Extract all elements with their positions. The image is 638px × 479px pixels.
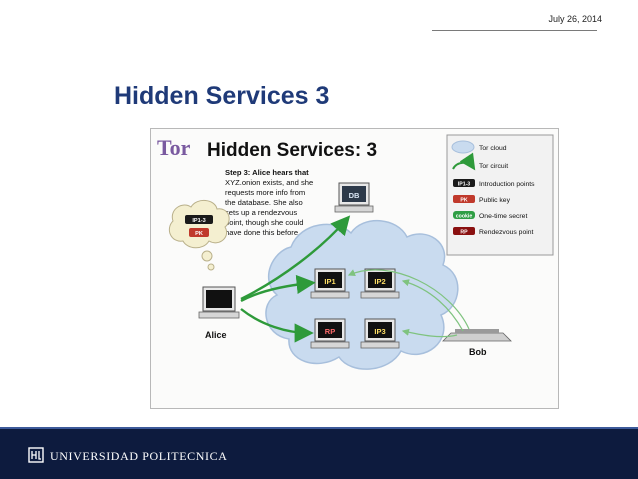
- legend-label: One-time secret: [479, 213, 527, 220]
- alice-computer-icon: [198, 286, 240, 319]
- step-text-line: sets up a rendezvous: [225, 208, 297, 217]
- circuit-arrow-icon: [452, 152, 476, 171]
- rp-badge-icon: [453, 227, 475, 235]
- circuit-bob-ip3: [401, 328, 458, 338]
- pk-badge-icon: [189, 228, 209, 237]
- step-text-line: have done this before.: [225, 228, 300, 237]
- legend-badge: cookie: [456, 214, 473, 220]
- circuit-alice-ip1: [240, 274, 316, 303]
- circuit-bob-ip2: [401, 279, 464, 332]
- circuit-alice-rp: [240, 308, 314, 343]
- slide-title: Hidden Services 3: [114, 82, 330, 110]
- ip-badge-icon: [453, 179, 475, 187]
- step-text-line: point, though she could: [225, 218, 304, 227]
- legend-label: Tor cloud: [479, 145, 507, 152]
- footer-bar: [0, 427, 638, 479]
- step-text-line: XYZ.onion exists, and she: [225, 178, 313, 187]
- ip2-node-label: IP2: [374, 277, 385, 286]
- thought-pk-label: PK: [195, 231, 203, 237]
- pk-badge-icon: [453, 195, 475, 203]
- footer-accent-line: [0, 427, 638, 429]
- thought-ip-label: IP1-3: [192, 218, 205, 224]
- ip2-computer-icon: [360, 268, 400, 299]
- ip3-computer-icon: [360, 318, 400, 349]
- legend-badge: RP: [460, 230, 468, 236]
- date-divider: [432, 30, 597, 31]
- legend-label: Rendezvous point: [479, 229, 534, 236]
- bob-laptop-icon: [442, 329, 512, 342]
- db-computer-icon: [334, 182, 374, 213]
- legend-label: Tor circuit: [479, 163, 508, 170]
- legend-label: Public key: [479, 197, 511, 204]
- db-node-label: DB: [349, 191, 360, 200]
- ip1-node-label: IP1: [324, 277, 335, 286]
- slide-date: July 26, 2014: [548, 14, 602, 24]
- step-text-line: requests more info from: [225, 188, 305, 197]
- ip-badge-icon: [185, 215, 213, 224]
- circuit-bob-ip1: [347, 269, 470, 330]
- tor-brand-logo: Tor: [157, 135, 191, 160]
- legend-box: Tor cloud Tor circuit IP1-3 Introduction…: [446, 134, 554, 256]
- tor-hidden-services-figure: Tor Hidden Services: 3 Step 3: Alice hea…: [150, 128, 559, 409]
- tor-diagram: Tor Hidden Services: 3 Step 3: Alice hea…: [157, 134, 554, 370]
- institution-name: UNIVERSIDAD POLITECNICA: [50, 449, 228, 463]
- legend-badge: IP1-3: [458, 182, 471, 188]
- figure-heading: Hidden Services: 3: [207, 140, 377, 161]
- alice-label: Alice: [205, 330, 227, 340]
- ip1-computer-icon: [310, 268, 350, 299]
- legend-badge: PK: [460, 198, 467, 204]
- step-text-line: the database. She also: [225, 198, 303, 207]
- cloud-icon: [451, 140, 475, 154]
- bob-label: Bob: [469, 347, 487, 357]
- step-text-line: Step 3: Alice hears that: [225, 168, 309, 177]
- ip3-node-label: IP3: [374, 327, 385, 336]
- cookie-badge-icon: [453, 211, 475, 219]
- circuit-alice-db: [240, 215, 351, 301]
- rp-computer-icon: [310, 318, 350, 349]
- university-logo-icon: [28, 447, 44, 463]
- alice-thought-bubble: IP1-3 PK: [168, 200, 230, 271]
- legend-label: Introduction points: [479, 181, 535, 188]
- rp-node-label: RP: [325, 327, 335, 336]
